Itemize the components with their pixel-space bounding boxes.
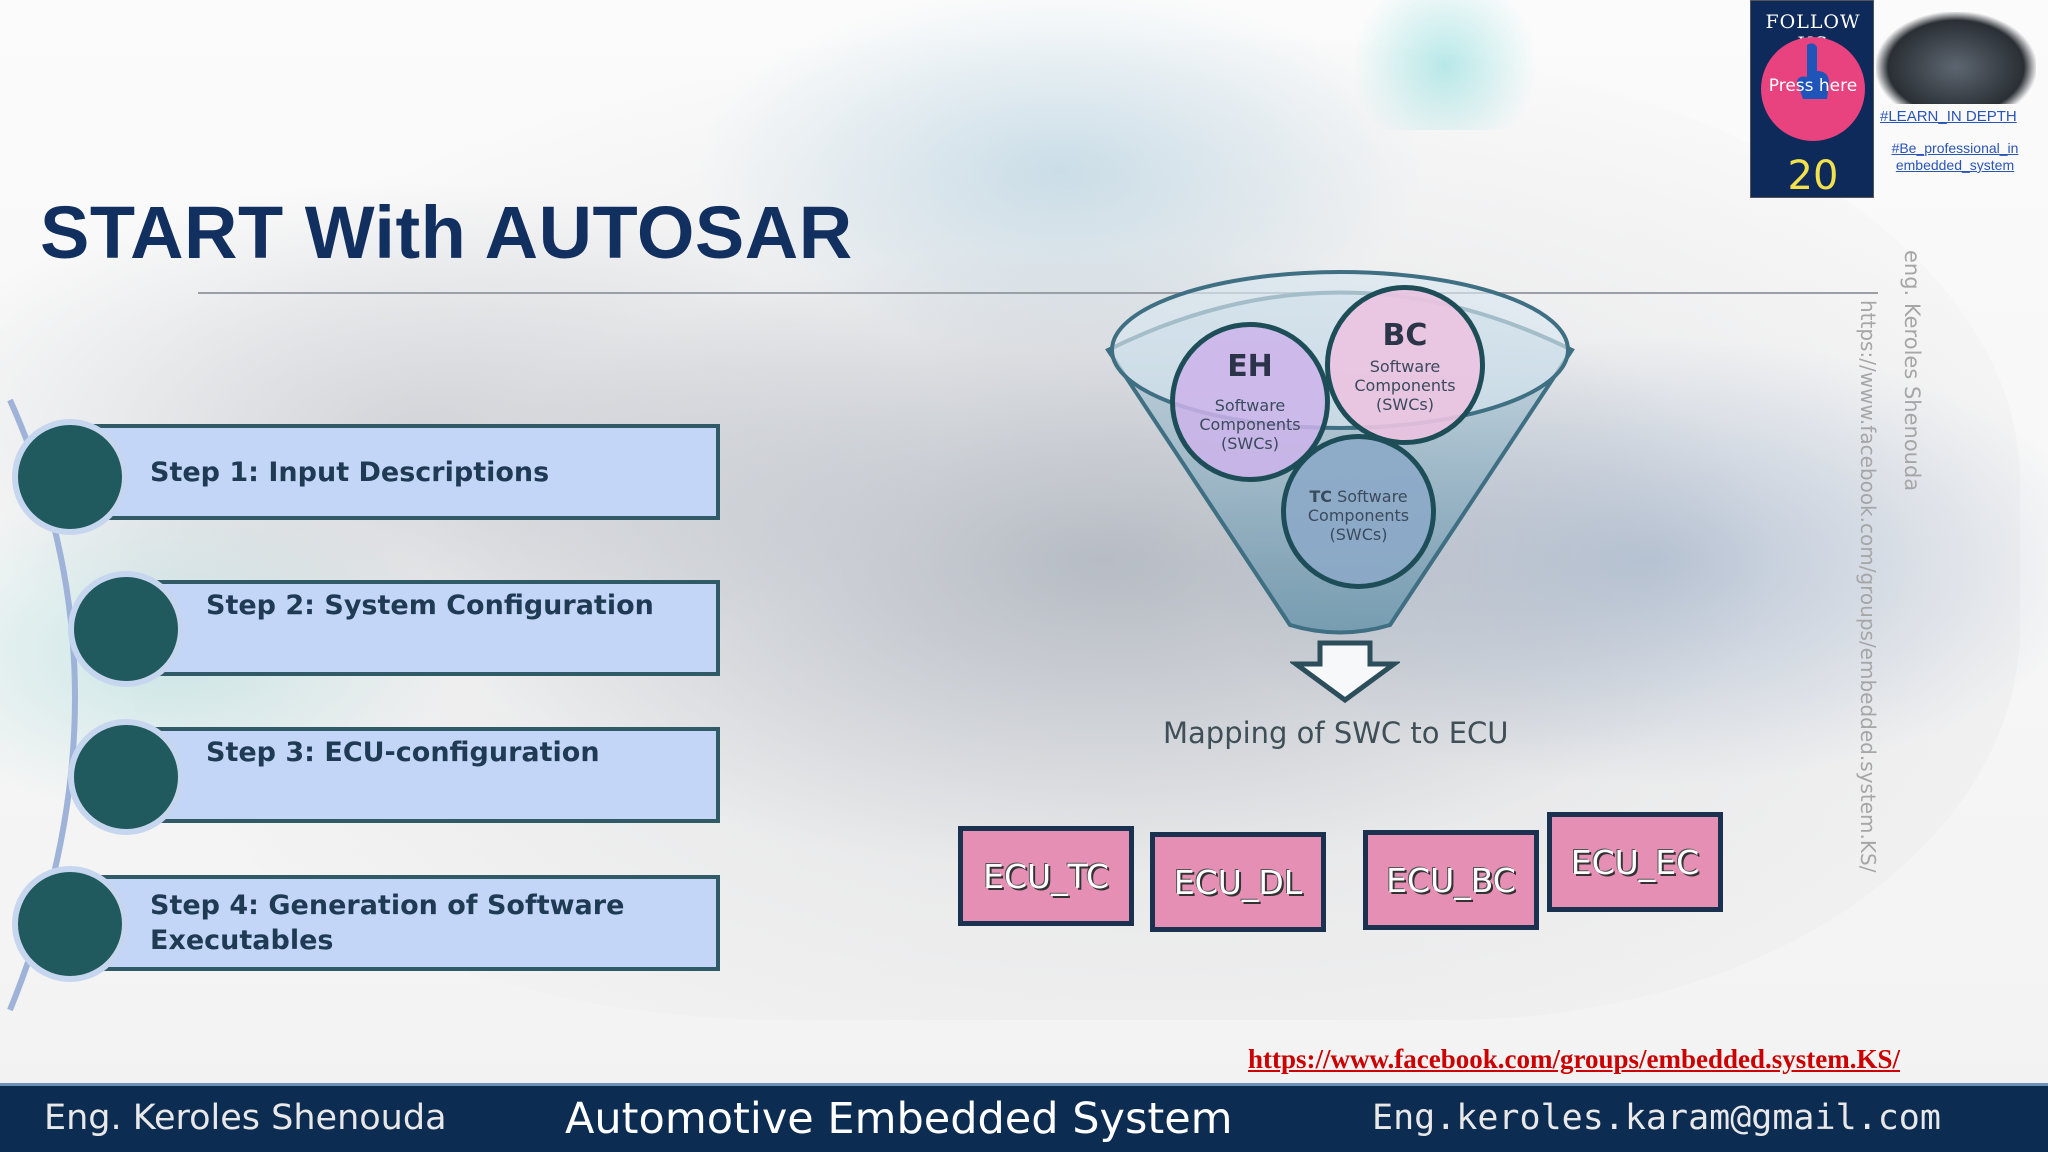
car-thumbnail-image	[1876, 12, 2036, 104]
step-3-bar	[126, 727, 720, 823]
footer-author: Eng. Keroles Shenouda	[44, 1098, 447, 1138]
step-3-circle	[68, 719, 184, 835]
bc-desc: Software Components (SWCs)	[1354, 357, 1456, 414]
tc-swc-circle: TC Software Components (SWCs)	[1281, 434, 1436, 589]
watermark-url: https://www.facebook.com/groups/embedded…	[1856, 300, 1880, 873]
step-4-bar	[70, 875, 720, 971]
tc-desc: Software Components (SWCs)	[1307, 487, 1410, 544]
step-2-bar	[126, 580, 720, 676]
learn-in-depth-link[interactable]: #LEARN_IN DEPTH	[1880, 108, 2017, 125]
follow-number: 20	[1787, 153, 1839, 199]
bc-swc-circle: BC Software Components (SWCs)	[1325, 285, 1485, 445]
watermark-name: eng. Keroles Shenouda	[1900, 250, 1924, 492]
ecu-box-bc: ECU_BC	[1363, 830, 1539, 930]
press-here-label: Press here	[1768, 76, 1858, 96]
title-divider	[198, 292, 1878, 294]
eh-desc: Software Components (SWCs)	[1199, 396, 1301, 453]
ecu-box-ec: ECU_EC	[1547, 812, 1723, 912]
step-2-circle	[68, 571, 184, 687]
step-4-circle	[12, 866, 128, 982]
step-2-label: Step 2: System Configuration	[206, 590, 654, 621]
be-professional-link[interactable]: #Be_professional_in embedded_system	[1891, 140, 2019, 173]
footer-email: Eng.keroles.karam@gmail.com	[1372, 1098, 1941, 1138]
decorative-glow	[1330, 0, 1560, 130]
facebook-group-link[interactable]: https://www.facebook.com/groups/embedded…	[1248, 1044, 1901, 1074]
footer-course-title: Automotive Embedded System	[565, 1094, 1233, 1144]
follow-us-button[interactable]: FOLLOW US Press here 20	[1750, 0, 1874, 199]
ecu-box-dl: ECU_DL	[1150, 832, 1326, 932]
slide-title: START With AUTOSAR	[40, 191, 853, 274]
eh-abbr: EH	[1227, 349, 1273, 384]
tc-abbr: TC	[1309, 487, 1333, 506]
step-3-label: Step 3: ECU-configuration	[206, 737, 600, 768]
bc-abbr: BC	[1382, 318, 1428, 353]
pointing-hand-icon	[1797, 43, 1829, 99]
down-arrow-icon	[1290, 640, 1400, 704]
step-1-label: Step 1: Input Descriptions	[150, 457, 550, 488]
step-1-circle	[12, 419, 128, 535]
ecu-box-tc: ECU_TC	[958, 826, 1134, 926]
step-4-label: Step 4: Generation of Software Executabl…	[150, 890, 625, 956]
slide-footer: Eng. Keroles Shenouda Automotive Embedde…	[0, 1083, 2048, 1152]
mapping-label: Mapping of SWC to ECU	[1163, 716, 1509, 750]
